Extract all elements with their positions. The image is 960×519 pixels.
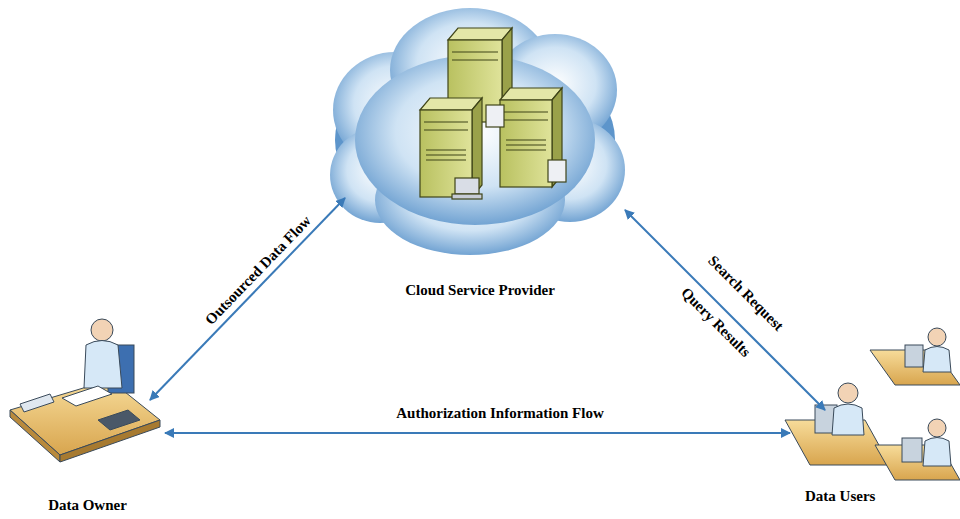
- node-label: Data Users: [805, 488, 875, 505]
- node-label: Cloud Service Provider: [405, 282, 555, 299]
- node-label: Data Owner: [48, 497, 127, 514]
- flow-label: Outsourced Data Flow: [202, 212, 315, 328]
- node-area: Cloud Service Provider: [330, 0, 630, 305]
- servers: [420, 28, 566, 199]
- flow-arrow: [165, 432, 790, 434]
- flow-label: Authorization Information Flow: [396, 405, 604, 422]
- flow-arrow: [625, 210, 825, 410]
- node-area: Data Users: [770, 320, 960, 515]
- users-figures: [785, 328, 960, 480]
- cloud: [330, 8, 625, 255]
- owner-figure: [10, 319, 160, 462]
- flow-arrow: [150, 198, 345, 400]
- node-area: Data Owner: [0, 335, 175, 519]
